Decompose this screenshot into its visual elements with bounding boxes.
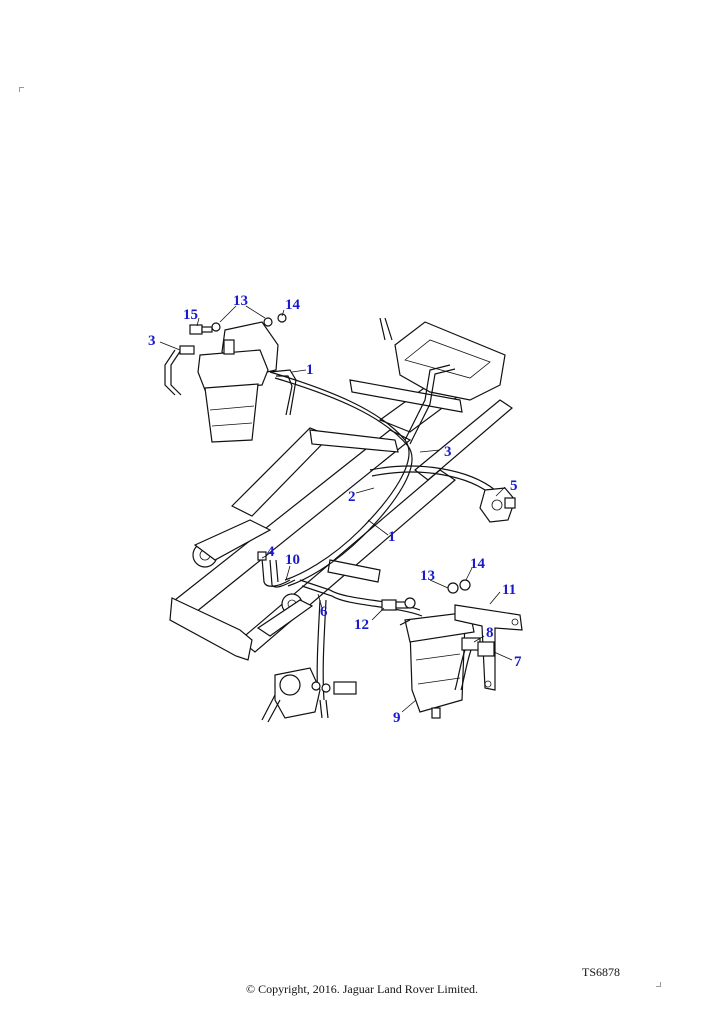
callout-14: 14 bbox=[470, 556, 486, 572]
callout-5: 5 bbox=[510, 478, 518, 494]
fuel-pump-connector bbox=[479, 487, 516, 523]
callout-11: 11 bbox=[502, 582, 516, 598]
callout-4: 4 bbox=[267, 544, 275, 560]
callout-15: 15 bbox=[183, 307, 198, 323]
callout-1: 1 bbox=[306, 362, 314, 378]
chassis-frame bbox=[169, 317, 513, 661]
copyright-notice: © Copyright, 2016. Jaguar Land Rover Lim… bbox=[245, 982, 479, 996]
callout-12: 12 bbox=[354, 617, 369, 633]
callout-7: 7 bbox=[514, 654, 522, 670]
callout-14: 14 bbox=[285, 297, 301, 313]
callout-3: 3 bbox=[444, 444, 452, 460]
callout-13: 13 bbox=[420, 568, 435, 584]
callout-9: 9 bbox=[393, 710, 401, 726]
figure-reference: TS6878 bbox=[582, 965, 621, 979]
callout-labels: 15 13 14 3 1 3 5 2 1 4 10 13 14 11 6 12 … bbox=[148, 293, 522, 726]
lower-pump-assembly bbox=[261, 667, 357, 723]
callout-8: 8 bbox=[486, 625, 494, 641]
callout-3: 3 bbox=[148, 333, 156, 349]
crop-mark-top-left bbox=[19, 87, 24, 92]
upper-fuel-filter bbox=[164, 313, 297, 443]
lower-fuel-filter bbox=[381, 579, 523, 719]
callout-6: 6 bbox=[320, 604, 328, 620]
callout-13: 13 bbox=[233, 293, 248, 309]
crop-mark-bottom-right bbox=[656, 982, 661, 987]
callout-2: 2 bbox=[348, 489, 356, 505]
callout-10: 10 bbox=[285, 552, 300, 568]
callout-1: 1 bbox=[388, 529, 396, 545]
leader-lines bbox=[159, 305, 513, 713]
